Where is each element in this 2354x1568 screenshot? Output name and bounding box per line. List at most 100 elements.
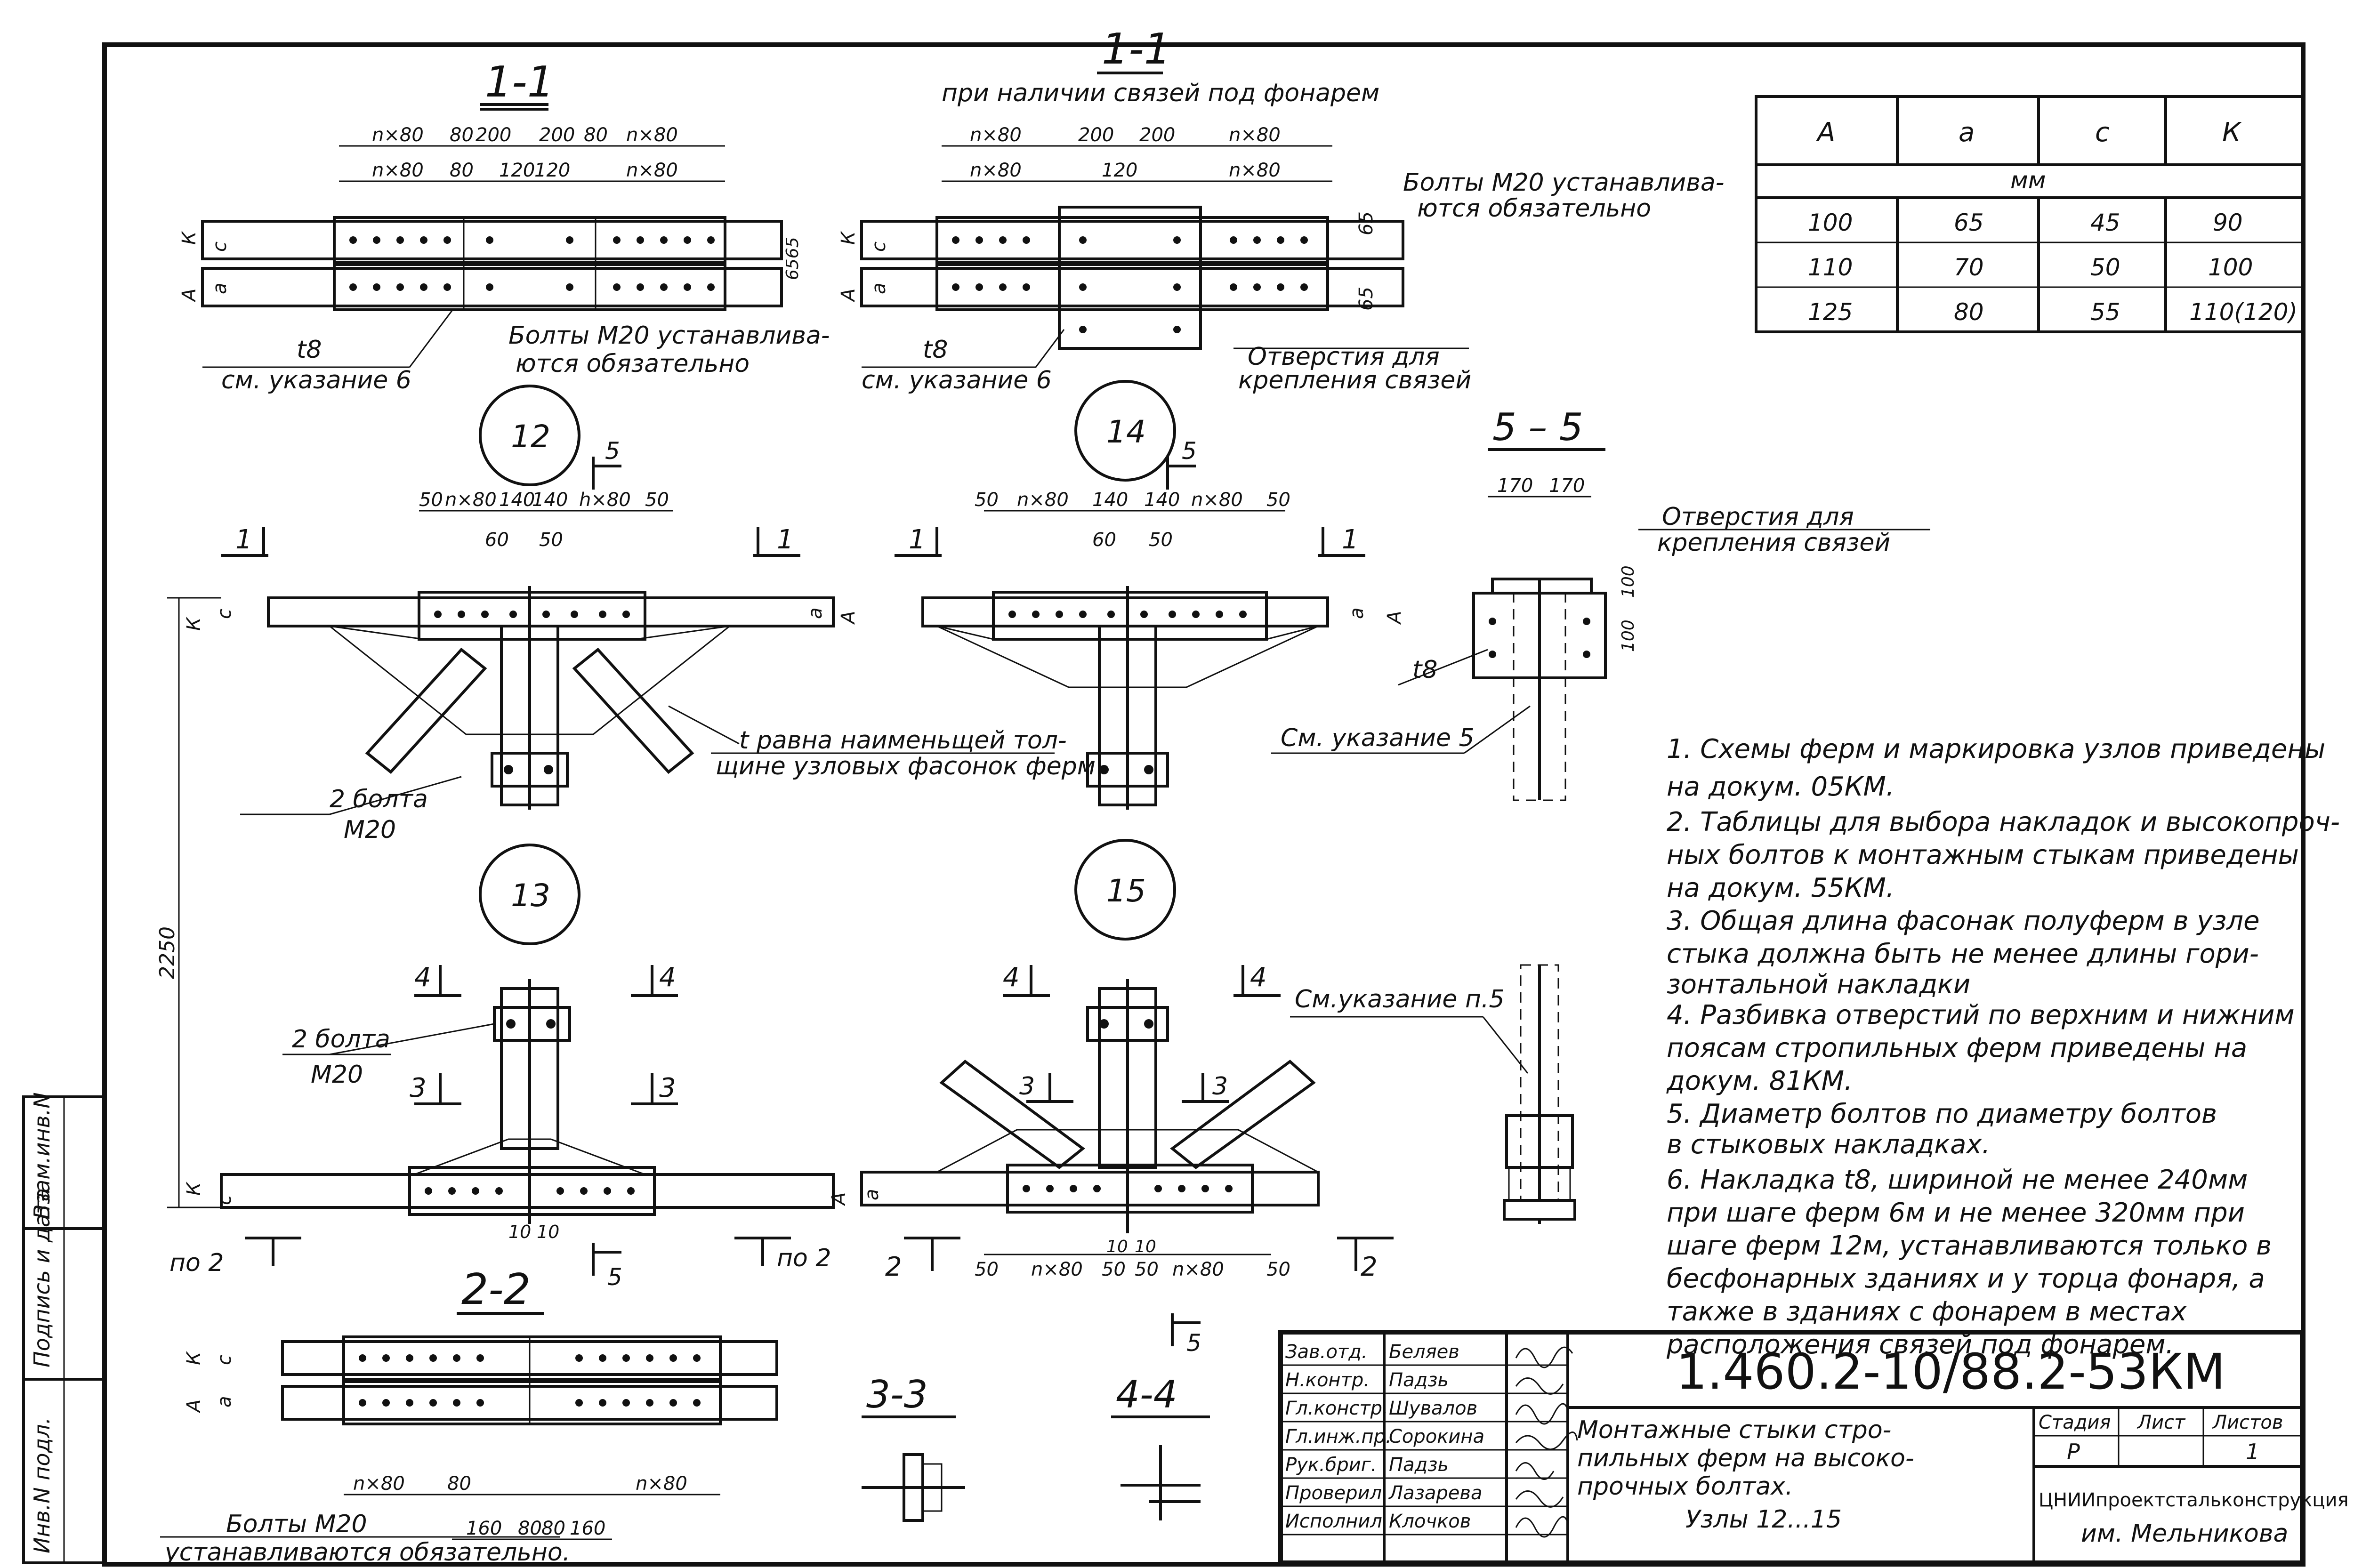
dim-160: 160	[570, 1518, 605, 1539]
dim-80: 80	[447, 1473, 471, 1495]
tb-name: Шувалов	[1389, 1398, 1477, 1419]
dim-200: 200	[1139, 124, 1175, 146]
note-line: 4. Разбивка отверстий по верхним и нижни…	[1667, 1000, 2295, 1030]
node-14: 14 50 n×80 140 140 n×80 50 60 50 a А 1 1…	[895, 380, 1405, 810]
signature-scribbles	[1515, 1346, 1578, 1538]
dim-200: 200	[476, 124, 511, 146]
note-line: бесфонарных зданиях и у торца фонаря, а	[1667, 1263, 2265, 1294]
cut-mark-4: 4	[1250, 962, 1267, 993]
section-title-2-2: 2-2	[461, 1265, 531, 1314]
dim-50: 50	[539, 529, 563, 551]
section-title-4-4: 4-4	[1116, 1373, 1177, 1416]
stamp-vzam-inv: Взам.инв.N	[29, 1092, 55, 1219]
letter-a: a	[214, 1396, 235, 1407]
section-title-5-5: 5 – 5	[1492, 405, 1583, 449]
section-1-1-right: 1-1 при наличии связей под фонарем n×80 …	[838, 24, 1725, 394]
cut-mark-po2: по 2	[169, 1249, 224, 1277]
table-cell: 100	[2208, 254, 2253, 281]
table-header-K: К	[2222, 117, 2242, 148]
dim-n80: n×80	[372, 160, 424, 181]
tb-name: Лазарева	[1388, 1482, 1482, 1504]
callout-t-equal-2: щине узловых фасонок ферм	[716, 752, 1096, 780]
table-cell: 55	[2090, 298, 2120, 326]
callout-t8: t8	[923, 336, 948, 364]
dim-140: 140	[532, 489, 568, 511]
note-line: докум. 81КМ.	[1666, 1066, 1853, 1096]
letter-a: a	[1346, 607, 1368, 619]
dim-2250: 2250	[155, 926, 179, 979]
table-cell: 100	[1808, 209, 1853, 236]
bolt-holes	[349, 236, 715, 291]
dim-n80: n×80	[372, 124, 424, 146]
dim-n80: n×80	[1229, 124, 1281, 146]
note-line: 6. Накладка t8, шириной не менее 240мм	[1667, 1165, 2248, 1195]
dim-80: 80	[584, 124, 608, 146]
table-cell: 65	[1954, 209, 1984, 236]
dim-n80: n×80	[970, 124, 1022, 146]
dim-50: 50	[419, 489, 443, 511]
letter-K: К	[838, 231, 859, 245]
letter-c: c	[214, 609, 235, 619]
node-circle-15	[1074, 839, 1176, 941]
note-line: на докум. 55КМ.	[1667, 873, 1894, 903]
section-3-3: 3-3	[862, 1373, 965, 1522]
tb-doc-code: 1.460.2-10/88.2-53КМ	[1676, 1343, 2225, 1400]
side-stamp: Инв.N подл. Подпись и дата Взам.инв.N	[22, 1092, 106, 1564]
dim-80: 80	[541, 1518, 565, 1539]
node-circle-13	[479, 844, 580, 945]
tb-role: Проверил	[1285, 1482, 1382, 1504]
dim-100: 100	[1619, 619, 1638, 652]
dim-140: 140	[499, 489, 535, 511]
dim-50: 50	[1149, 529, 1173, 551]
height-dimension: 2250	[155, 597, 221, 1208]
table-cell: 80	[1954, 298, 1984, 326]
letter-A: А	[838, 289, 859, 303]
letter-K: К	[183, 1182, 205, 1196]
dim-80: 80	[518, 1518, 542, 1539]
cut-mark-5: 5	[1182, 437, 1197, 465]
tb-org: ЦНИИпроектстальконструкция	[2039, 1489, 2349, 1511]
note-line: поясам стропильных ферм приведены на	[1667, 1033, 2247, 1063]
letter-c: c	[214, 1355, 235, 1365]
cut-mark-5: 5	[607, 1263, 622, 1291]
dim-n80: n×80	[636, 1473, 687, 1495]
letter-a: a	[868, 282, 890, 294]
tb-name: Клочков	[1389, 1511, 1471, 1532]
callout-holes-2: крепления связей	[1238, 366, 1471, 394]
dim-200: 200	[1078, 124, 1114, 146]
node-15: 15 А a 50 n×80 10 10 50 50 n×80 50 4 4 3	[828, 839, 1394, 1357]
cut-mark-3: 3	[1212, 1072, 1228, 1101]
tb-role: Н.контр.	[1285, 1369, 1370, 1391]
letter-a: a	[209, 282, 231, 294]
letter-K: К	[183, 617, 205, 631]
node-12: 12 50 n×80 140 140 h×80 50 60 50 К c a А…	[183, 385, 1096, 844]
stamp-inv-podl: Инв.N подл.	[29, 1417, 55, 1553]
note-line: 2. Таблицы для выбора накладок и высокоп…	[1667, 807, 2340, 837]
callout-two-bolts-13-1: 2 болта	[292, 1025, 390, 1053]
dim-h80: h×80	[579, 489, 631, 511]
table-cell: 110	[1808, 254, 1853, 281]
cut-mark-2: 2	[1361, 1252, 1378, 1282]
letter-A: А	[183, 1399, 205, 1414]
node-circle-12	[479, 385, 580, 486]
cut-mark-3: 3	[410, 1073, 427, 1103]
note-line: зонтальной накладки	[1667, 969, 1970, 1000]
table-cell: 110(120)	[2189, 298, 2298, 326]
dim-n80: n×80	[1191, 489, 1243, 511]
dim-80: 80	[450, 124, 474, 146]
cut-mark-3: 3	[659, 1073, 676, 1103]
letter-K: К	[183, 1351, 205, 1365]
section-title-1-1-right: 1-1	[1102, 24, 1171, 74]
tb-stage-value: Р	[2067, 1439, 2080, 1464]
dim-140: 140	[1092, 489, 1128, 511]
dim-10: 10	[1106, 1237, 1128, 1256]
section-1-1-left: 1-1 n×80 80 200 200 80 n×80 n×80 80 120 …	[178, 57, 830, 394]
node-label-14: 14	[1106, 414, 1146, 450]
node-circle-14	[1074, 380, 1176, 482]
cut-mark-2: 2	[885, 1252, 902, 1282]
callout-bolts-left-1: Болты М20 устанавлива-	[508, 322, 830, 350]
letter-A: А	[1384, 611, 1405, 625]
callout-see-note-p5: См.указание п.5	[1295, 985, 1505, 1013]
dim-50: 50	[975, 1259, 999, 1280]
